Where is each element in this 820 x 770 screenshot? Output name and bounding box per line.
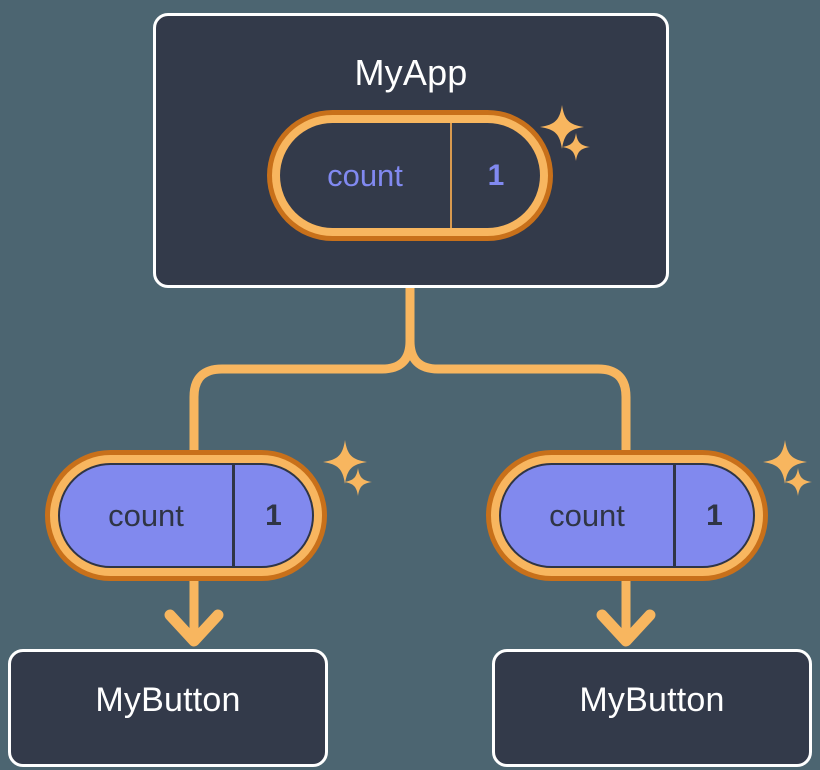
sparkle-icon xyxy=(323,440,367,484)
component-label-myapp: MyApp xyxy=(354,52,468,93)
component-card-mybutton-right[interactable]: MyButton xyxy=(492,649,812,767)
state-pill-inner-ring: count 1 xyxy=(272,115,548,236)
state-value-child-left: 1 xyxy=(232,465,312,566)
state-pill-child-right[interactable]: count 1 xyxy=(486,450,768,581)
state-key-child-left: count xyxy=(108,497,184,533)
state-key-child-right: count xyxy=(549,497,625,533)
state-value-child-right: 1 xyxy=(673,465,753,566)
arrowhead-left xyxy=(164,609,224,647)
arrowhead-right xyxy=(596,609,656,647)
state-value-myapp: 1 xyxy=(450,123,540,228)
component-card-mybutton-left[interactable]: MyButton xyxy=(8,649,328,767)
state-pill-myapp[interactable]: count 1 xyxy=(267,110,553,241)
connector-split-to-left xyxy=(189,336,415,457)
state-pill-child-left[interactable]: count 1 xyxy=(45,450,327,581)
sparkle-icon xyxy=(784,468,812,496)
component-label-mybutton-right: MyButton xyxy=(579,681,725,719)
sparkle-icon xyxy=(344,468,372,496)
state-pill-inner-ring: count 1 xyxy=(491,455,763,576)
component-label-mybutton-left: MyButton xyxy=(95,681,241,719)
state-key-myapp: count xyxy=(327,157,403,193)
connector-split-to-right xyxy=(405,336,631,457)
state-pill-inner-ring: count 1 xyxy=(50,455,322,576)
state-pill-body: count 1 xyxy=(499,463,755,568)
state-pill-body: count 1 xyxy=(58,463,314,568)
sparkle-icon xyxy=(763,440,807,484)
state-pill-body: count 1 xyxy=(280,123,540,228)
